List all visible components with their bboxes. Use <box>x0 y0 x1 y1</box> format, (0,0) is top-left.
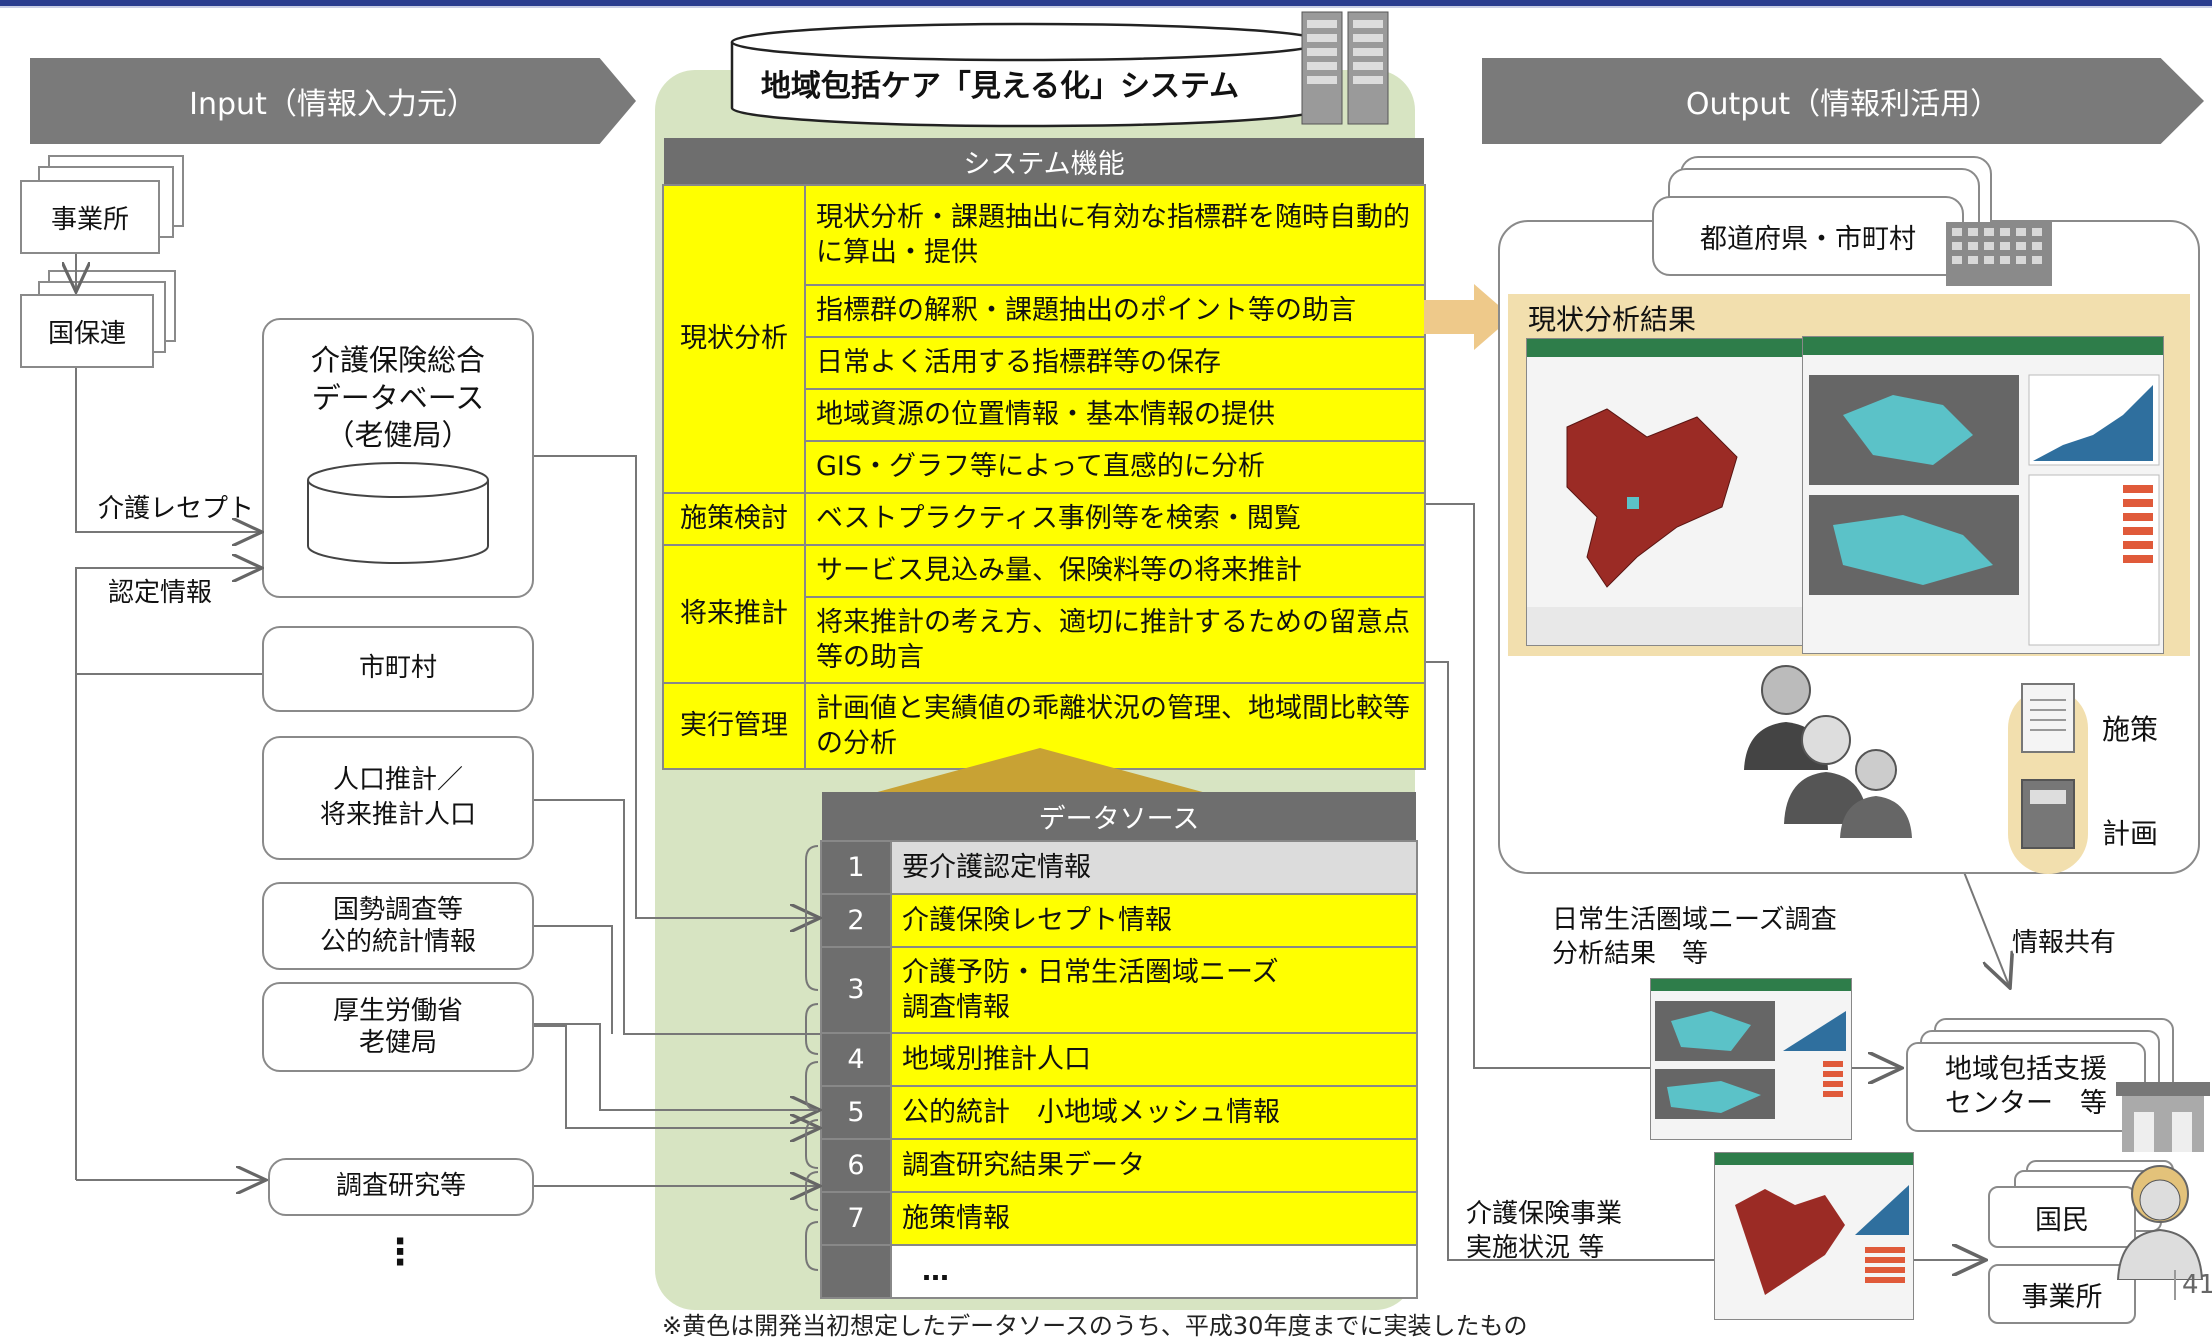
upward-triangle <box>870 748 1210 794</box>
jigyousho-output-box: 事業所 <box>1988 1264 2136 1324</box>
screenshot-kaigo <box>1714 1152 1914 1320</box>
output-arrow <box>1424 284 1512 350</box>
kaigo-receipt-label: 介護レセプト <box>98 494 255 524</box>
datasource-item: 介護予防・日常生活圏域ニーズ 調査情報 <box>890 946 1418 1034</box>
category-jikko: 実行管理 <box>662 682 806 770</box>
kaigo-content <box>1735 1185 1909 1295</box>
system-title-cylinder <box>730 22 1326 128</box>
output-header: Output（情報利活用） <box>1482 58 2204 144</box>
citizen-icon <box>2116 1165 2204 1280</box>
needs-content <box>1655 1001 1846 1119</box>
datasource-item: 公的統計 小地域メッシュ情報 <box>890 1085 1418 1140</box>
more-ellipsis: ⋮ <box>382 1232 418 1273</box>
database-cylinder-icon <box>307 462 489 564</box>
pref-box: 都道府県・市町村 <box>1652 196 1964 276</box>
nintei-label: 認定情報 <box>108 578 213 608</box>
datasource-item: 施策情報 <box>890 1191 1418 1246</box>
category-shisaku: 施策検討 <box>662 492 806 546</box>
chosa-box: 調査研究等 <box>268 1158 534 1216</box>
datasource-header: データソース <box>822 792 1416 840</box>
kokumin-box: 国民 <box>1988 1186 2136 1248</box>
result-title: 現状分析結果 <box>1528 303 1697 336</box>
screenshot-dashboard <box>1802 336 2164 654</box>
system-title: 地域包括ケア「見える化」システム <box>760 69 1240 104</box>
input-header: Input（情報入力元） <box>30 58 636 144</box>
jigyousho-box: 事業所 <box>20 180 160 254</box>
hokkaido-map <box>1527 408 1817 645</box>
plan-book-icon <box>2021 779 2075 849</box>
dashboard-content <box>1809 374 2160 646</box>
mhlw-box: 厚生労働省 老健局 <box>262 982 534 1072</box>
shichoson-box: 市町村 <box>262 626 534 712</box>
datasource-item: 介護保険レセプト情報 <box>890 893 1418 948</box>
function-item: 指標群の解釈・課題抽出のポイント等の助言 <box>804 284 1426 338</box>
function-item: 将来推計の考え方、適切に推計するための留意点等の助言 <box>804 596 1426 684</box>
datasource-item: 要介護認定情報 <box>890 840 1418 895</box>
keikaku-label: 計画 <box>2102 817 2159 850</box>
category-genjo: 現状分析 <box>662 184 806 494</box>
footnote: ※黄色は開発当初想定したデータソースのうち、平成30年度までに実装したもの <box>662 1312 1528 1340</box>
database-box: 介護保険総合 データベース （老健局） <box>262 318 534 598</box>
system-functions-table: 現状分析現状分析・課題抽出に有効な指標群を随時自動的に算出・提供 指標群の解釈・… <box>662 184 1426 770</box>
function-item: 現状分析・課題抽出に有効な指標群を随時自動的に算出・提供 <box>804 184 1426 286</box>
jinko-box: 人口推計／ 将来推計人口 <box>262 736 534 860</box>
system-functions-header: システム機能 <box>664 138 1424 184</box>
function-item: 計画値と実績値の乖離状況の管理、地域間比較等の分析 <box>804 682 1426 770</box>
datasource-item: … <box>890 1244 1418 1299</box>
function-item: GIS・グラフ等によって直感的に分析 <box>804 440 1426 494</box>
center-box: 地域包括支援 センター 等 <box>1906 1042 2146 1132</box>
screenshot-map-large <box>1526 338 1818 646</box>
datasource-item: 調査研究結果データ <box>890 1138 1418 1193</box>
category-suikei: 将来推計 <box>662 544 806 684</box>
function-item: 地域資源の位置情報・基本情報の提供 <box>804 388 1426 442</box>
function-item: 日常よく活用する指標群等の保存 <box>804 336 1426 390</box>
kaigo-jisshi-label: 介護保険事業 実施状況 等 <box>1466 1199 1623 1263</box>
function-item: ベストプラクティス事例等を検索・閲覧 <box>804 492 1426 546</box>
people-icon <box>1744 665 1912 838</box>
top-rule <box>0 0 2212 6</box>
page-number: 41 <box>2174 1270 2212 1300</box>
document-icon <box>2021 683 2075 753</box>
screenshot-needs <box>1650 978 1852 1140</box>
building-icon <box>1946 222 2052 286</box>
kokusei-box: 国勢調査等 公的統計情報 <box>262 882 534 970</box>
needs-label: 日常生活圏域ニーズ調査 分析結果 等 <box>1552 905 1837 969</box>
shisaku-label: 施策 <box>2102 713 2159 746</box>
server-icon <box>1301 11 1389 125</box>
kokuhoren-box: 国保連 <box>20 294 154 368</box>
datasource-item: 地域別推計人口 <box>890 1032 1418 1087</box>
kyoyu-label: 情報共有 <box>2012 928 2117 958</box>
shop-building-icon <box>2116 1082 2210 1152</box>
function-item: サービス見込み量、保険料等の将来推計 <box>804 544 1426 598</box>
top-rule-shadow <box>0 6 2212 8</box>
